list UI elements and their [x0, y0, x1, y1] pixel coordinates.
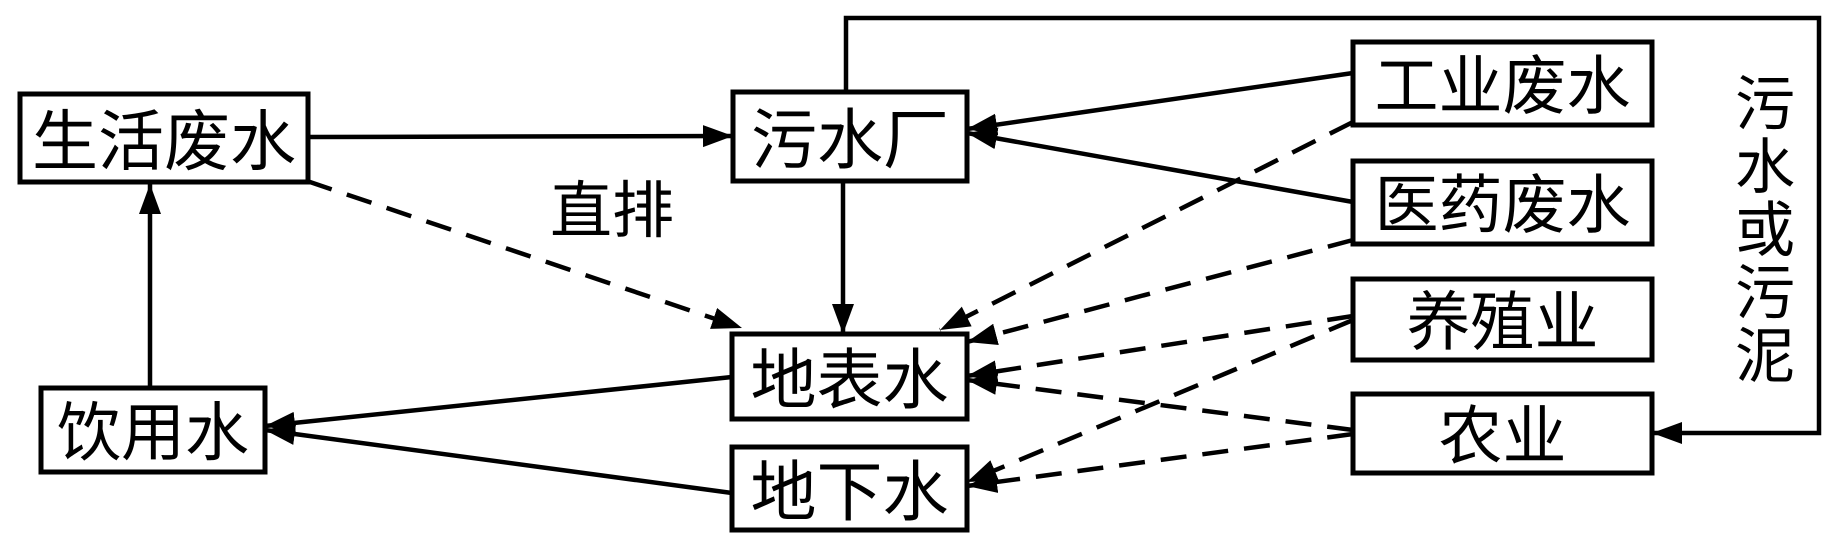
node-groundwater-label: 地下水 [751, 454, 949, 531]
node-surface-water-box [729, 331, 970, 422]
node-agriculture-box [1350, 391, 1655, 476]
edge-aquaculture-to-surface [966, 313, 1354, 383]
label-sewage-or-sludge: 污水或污泥 [1735, 70, 1795, 392]
edge-surface-to-drinking [264, 374, 733, 434]
node-drinking-water-label: 饮用水 [57, 397, 249, 471]
node-aquaculture: 养殖业 [1350, 276, 1655, 363]
edge-domestic-to-plant [306, 125, 734, 148]
node-pharmaceutical-wastewater: 医药废水 [1350, 158, 1655, 247]
node-pharmaceutical-wastewater-box [1350, 158, 1655, 247]
label-direct-discharge: 直排 [550, 174, 674, 247]
edge-pharma-to-plant [966, 127, 1354, 205]
node-industrial-wastewater-label: 工业废水 [1375, 51, 1631, 125]
edge-plant-to-agriculture [843, 15, 1822, 444]
node-surface-water: 地表水 [729, 331, 970, 422]
node-sewage-plant: 污水厂 [730, 89, 970, 184]
node-groundwater: 地下水 [729, 444, 970, 533]
edge-agriculture-to-surface [966, 372, 1354, 433]
edge-agriculture-to-ground [966, 431, 1354, 493]
node-sewage-plant-label: 污水厂 [751, 102, 949, 179]
edge-industrial-to-plant [966, 70, 1354, 136]
node-domestic-wastewater-label: 生活废水 [32, 104, 296, 181]
node-drinking-water-box [38, 385, 268, 475]
node-agriculture: 农业 [1350, 391, 1655, 476]
edge-aquaculture-to-ground [966, 317, 1354, 485]
node-drinking-water: 饮用水 [38, 385, 268, 475]
node-domestic-wastewater: 生活废水 [17, 91, 311, 185]
node-surface-water-label: 地表水 [751, 342, 949, 419]
node-groundwater-box [729, 444, 970, 533]
node-industrial-wastewater: 工业废水 [1350, 39, 1655, 128]
node-aquaculture-box [1350, 276, 1655, 363]
node-sewage-plant-box [730, 89, 970, 184]
node-aquaculture-label: 养殖业 [1407, 287, 1599, 361]
edge-industrial-to-surface [938, 119, 1355, 333]
edge-pharma-to-surface [966, 237, 1354, 345]
edge-ground-to-drinking [264, 423, 733, 496]
node-agriculture-label: 农业 [1439, 401, 1567, 475]
node-pharmaceutical-wastewater-label: 医药废水 [1375, 170, 1631, 244]
node-domestic-wastewater-box [17, 91, 311, 185]
edge-domestic-to-surface [306, 178, 743, 331]
node-industrial-wastewater-box [1350, 39, 1655, 128]
